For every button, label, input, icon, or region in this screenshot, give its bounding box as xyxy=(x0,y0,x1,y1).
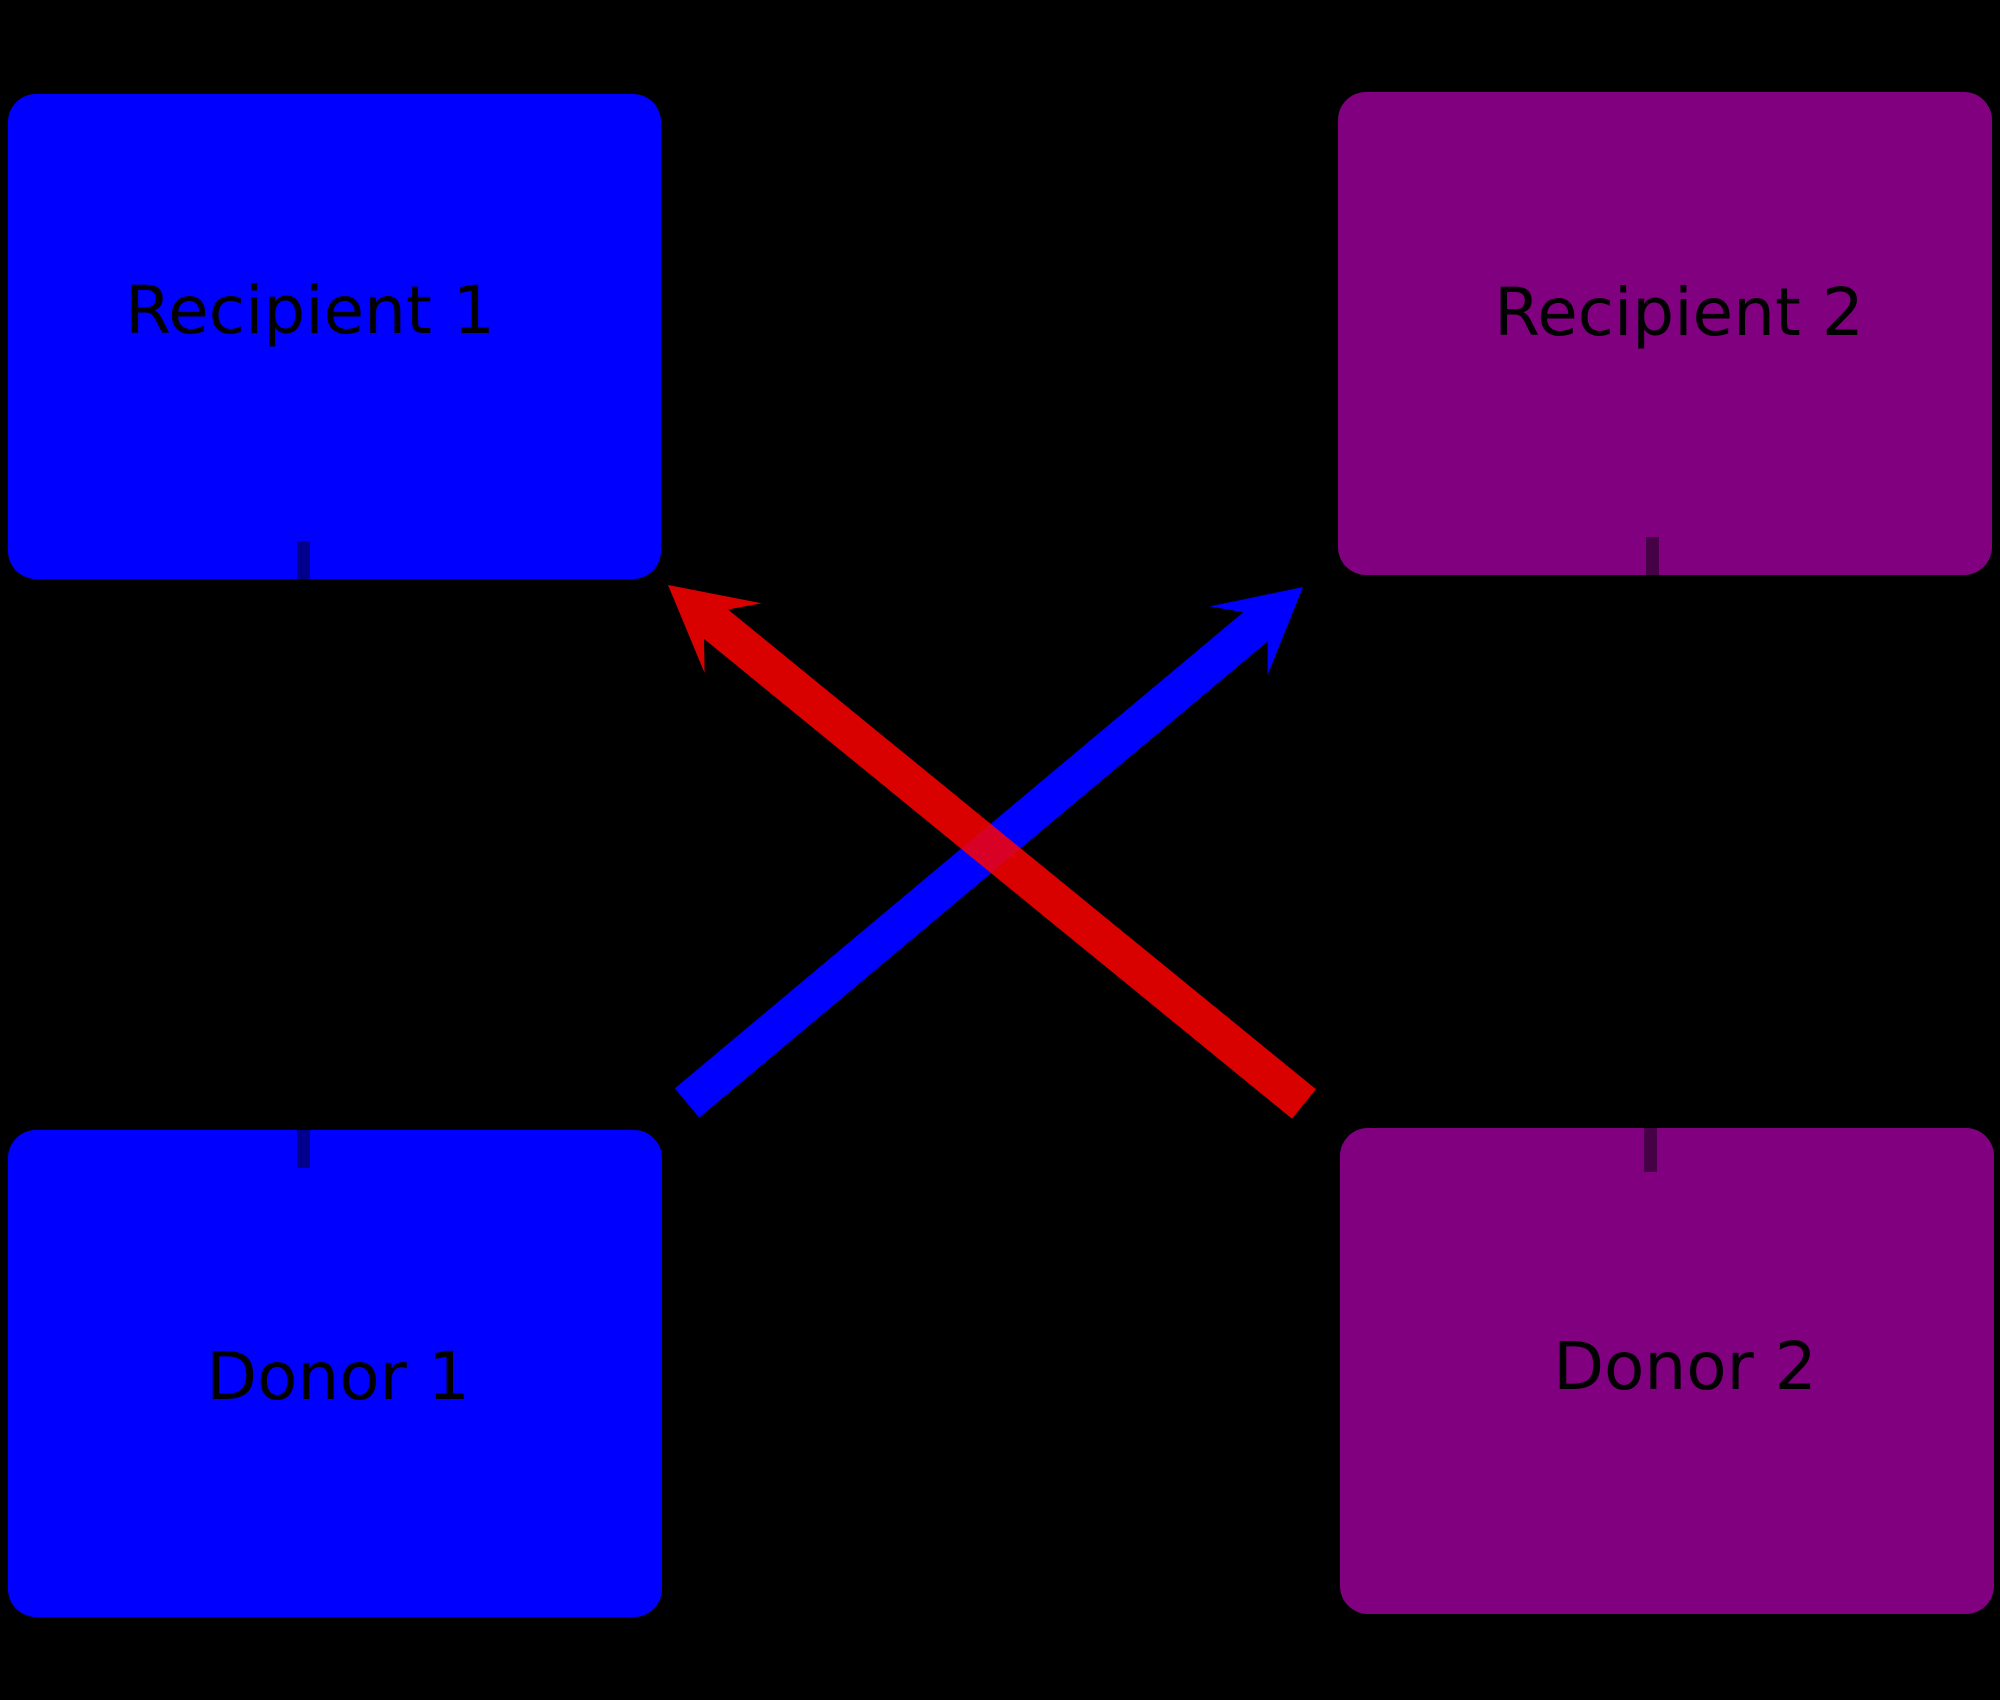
connector-stub-donor-2 xyxy=(1644,1128,1657,1172)
connector-stub-donor-1 xyxy=(297,1130,310,1168)
arrow-donor1-to-recipient2 xyxy=(674,587,1303,1118)
node-donor-1: Donor 1 xyxy=(8,1130,662,1617)
connector-stub-recipient-1 xyxy=(297,541,310,579)
node-recipient-1-label: Recipient 1 xyxy=(125,272,495,349)
arrow-donor2-to-recipient1 xyxy=(668,585,1316,1119)
node-recipient-2-label: Recipient 2 xyxy=(1494,274,1864,351)
node-recipient-2: Recipient 2 xyxy=(1338,92,1992,575)
connector-stub-recipient-2 xyxy=(1646,537,1659,575)
node-donor-2: Donor 2 xyxy=(1340,1128,1994,1614)
node-donor-1-label: Donor 1 xyxy=(206,1338,470,1415)
node-recipient-1: Recipient 1 xyxy=(8,94,661,579)
node-donor-2-label: Donor 2 xyxy=(1553,1328,1817,1405)
